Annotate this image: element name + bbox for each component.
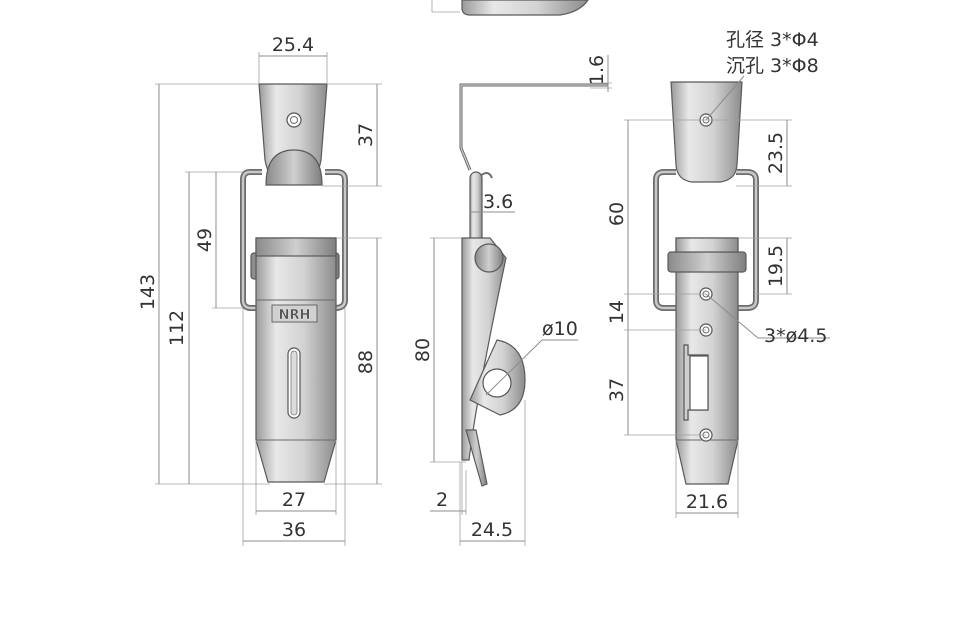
side-hinge-bulb xyxy=(474,243,504,273)
dim-mid-height: 19.5 xyxy=(765,245,787,287)
dim-top-plate-height: 37 xyxy=(355,123,377,147)
side-view-dimensions: 1.6 3.6 80 ø10 2 24.5 xyxy=(412,55,612,546)
logo-text: NRH xyxy=(279,308,311,323)
dim-gap: 2 xyxy=(436,489,448,511)
dim-top-hole-height: 23.5 xyxy=(765,132,787,174)
hinge-dome xyxy=(265,149,323,186)
cropped-part-fragment xyxy=(431,0,589,16)
dim-hole-callout: 3*ø4.5 xyxy=(764,325,827,347)
dim-hasp-width: 27 xyxy=(282,489,306,511)
dim-back-width: 21.6 xyxy=(686,491,728,513)
dim-loop-width: 36 xyxy=(282,519,306,541)
dim-side-depth: 24.5 xyxy=(471,519,513,541)
back-top-plate xyxy=(670,81,743,183)
side-view: 1.6 3.6 80 ø10 2 24.5 xyxy=(412,55,612,546)
dim-back-bottom-height: 37 xyxy=(606,378,628,402)
dim-total-height: 143 xyxy=(137,274,159,310)
dim-pin: 3.6 xyxy=(483,191,513,213)
front-view: NRH 25.4 37 143 112 xyxy=(137,34,382,546)
dim-hasp-height: 88 xyxy=(355,350,377,374)
side-top-plate xyxy=(459,83,608,171)
dim-hole-spacing: 14 xyxy=(606,300,628,324)
front-view-dimensions: 25.4 37 143 112 49 88 xyxy=(137,34,382,546)
back-view-dimensions: 23.5 60 19.5 14 37 3*ø4.5 xyxy=(606,75,830,518)
dim-thickness: 1.6 xyxy=(586,55,608,85)
dim-body-height: 112 xyxy=(166,310,188,346)
note-countersink: 沉孔 3*Φ8 xyxy=(726,55,819,77)
note-hole-diameter: 孔径 3*Φ4 xyxy=(726,29,819,51)
dim-side-height: 80 xyxy=(412,338,434,362)
side-eye-hole xyxy=(482,368,512,398)
dim-width-top: 25.4 xyxy=(272,34,314,56)
dim-eye-diameter: ø10 xyxy=(542,318,578,340)
back-view: 孔径 3*Φ4 沉孔 3*Φ8 23.5 xyxy=(606,29,830,518)
top-plate-hole xyxy=(286,112,302,128)
logo-plate xyxy=(271,304,318,323)
dim-loop-height: 49 xyxy=(194,228,216,252)
dim-back-loop-height: 60 xyxy=(606,202,628,226)
